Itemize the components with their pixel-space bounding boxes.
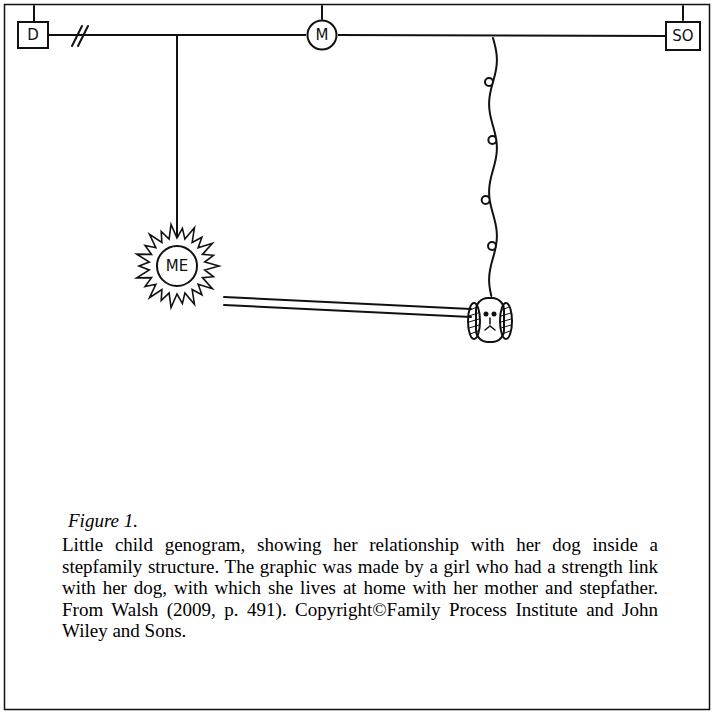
figure-caption: Little child genogram, showing her relat… xyxy=(62,534,658,642)
circle-outline xyxy=(157,246,197,286)
node-label: SO xyxy=(672,29,693,44)
strong-bond-line xyxy=(224,305,471,317)
figure-frame xyxy=(5,5,710,710)
wavy-link xyxy=(482,38,497,296)
generation-tick xyxy=(682,6,684,20)
male-square: SO xyxy=(665,21,701,51)
female-circle: M xyxy=(306,19,338,51)
node-label: ME xyxy=(166,259,188,274)
male-square: D xyxy=(17,21,49,49)
figure-number: Figure 1. xyxy=(68,510,138,532)
spiky-outline xyxy=(137,224,219,307)
child-circle: ME xyxy=(133,222,221,310)
dog-drawing xyxy=(468,298,512,342)
circle-outline xyxy=(308,21,337,50)
node-label: M xyxy=(316,28,329,43)
generation-tick xyxy=(321,6,323,19)
generation-tick xyxy=(33,6,35,21)
relationship-line xyxy=(338,35,665,36)
relationship-line xyxy=(49,35,177,236)
node-label: D xyxy=(27,28,39,43)
relationship-line xyxy=(177,35,306,236)
